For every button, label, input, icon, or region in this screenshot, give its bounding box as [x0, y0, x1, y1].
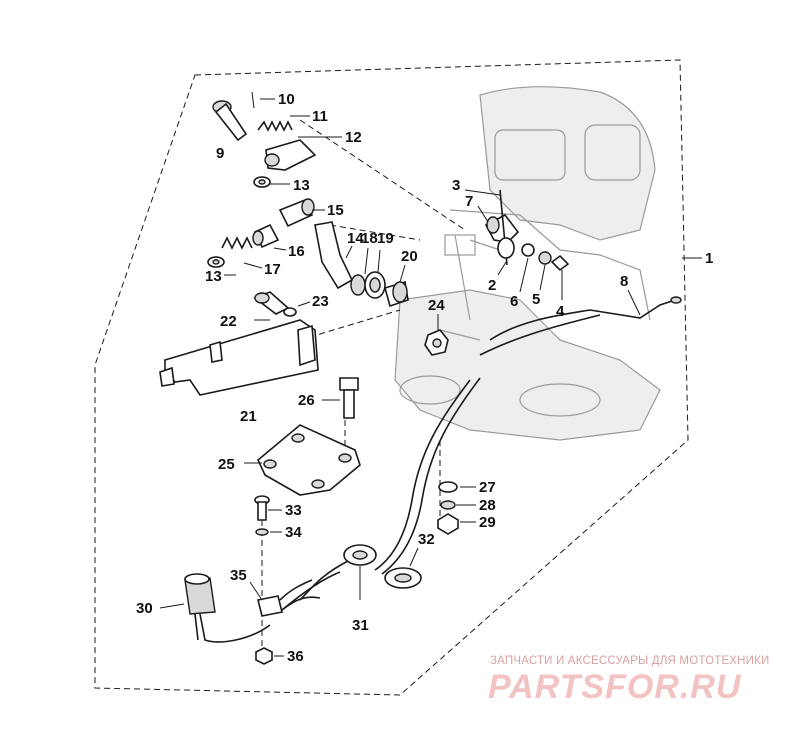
spacer-2 — [497, 237, 515, 259]
plate-7 — [484, 213, 520, 243]
callout-25: 25 — [218, 456, 235, 473]
spring-11 — [257, 120, 293, 132]
bracket-21 — [159, 319, 319, 396]
engine-block-ghost — [394, 86, 661, 441]
clamp-35 — [257, 579, 321, 617]
callout-1: 1 — [705, 250, 713, 267]
callout-28: 28 — [479, 497, 496, 514]
callout-30: 30 — [136, 600, 153, 617]
cotter-pin-10 — [251, 91, 255, 109]
switch-30 — [184, 573, 271, 643]
callout-12: 12 — [345, 129, 362, 146]
callout-4: 4 — [556, 303, 565, 320]
callout-16: 16 — [288, 243, 305, 260]
clevis-12 — [264, 139, 317, 171]
cable-8 — [479, 296, 682, 356]
collar-15 — [278, 198, 315, 228]
nut-36 — [255, 647, 273, 665]
screw-33 — [254, 495, 270, 521]
spring-17 — [221, 236, 253, 250]
callout-17: 17 — [264, 261, 281, 278]
callout-8: 8 — [620, 273, 628, 290]
washer-6 — [521, 243, 535, 257]
washer-13-lower — [207, 256, 225, 268]
bushing-16 — [252, 223, 280, 249]
callout-32: 32 — [418, 531, 435, 548]
bolt-22 — [253, 291, 290, 315]
callout-13b: 13 — [205, 268, 222, 285]
callout-26: 26 — [298, 392, 315, 409]
callout-3: 3 — [452, 177, 460, 194]
nut-24 — [424, 329, 449, 356]
lock-washer-28 — [440, 500, 456, 510]
callout-29: 29 — [479, 514, 496, 531]
callout-24: 24 — [428, 297, 445, 314]
callout-18: 18 — [361, 230, 378, 247]
bolt-4 — [550, 254, 570, 272]
plate-25 — [257, 424, 361, 496]
leader-lines — [159, 98, 702, 657]
callout-36: 36 — [287, 648, 304, 665]
callout-22: 22 — [220, 313, 237, 330]
watermark-tagline: ЗАПЧАСТИ И АКСЕССУАРЫ ДЛЯ МОТОТЕХНИКИ — [490, 655, 770, 667]
callout-7: 7 — [465, 193, 473, 210]
callout-10: 10 — [278, 91, 295, 108]
cable-harness — [281, 377, 481, 611]
callout-35: 35 — [230, 567, 247, 584]
callout-27: 27 — [479, 479, 496, 496]
callout-19: 19 — [377, 230, 394, 247]
callout-34: 34 — [285, 524, 302, 541]
bolt-26 — [339, 377, 359, 419]
callout-23: 23 — [312, 293, 329, 310]
callout-14: 14 — [347, 230, 364, 247]
callout-20: 20 — [401, 248, 418, 265]
callout-9: 9 — [216, 145, 224, 162]
washer-18 — [350, 274, 366, 296]
callout-21: 21 — [240, 408, 257, 425]
washer-5 — [538, 251, 552, 265]
washer-27 — [438, 481, 458, 493]
callout-6: 6 — [510, 293, 518, 310]
washer-23 — [283, 307, 297, 317]
callout-33: 33 — [285, 502, 302, 519]
grommet-32 — [384, 567, 422, 589]
washer-13-upper — [253, 176, 271, 188]
callout-15: 15 — [327, 202, 344, 219]
callout-5: 5 — [532, 291, 540, 308]
guide-lines — [261, 119, 466, 650]
bearing-19 — [364, 271, 386, 299]
washer-34 — [255, 528, 269, 536]
callout-2: 2 — [488, 277, 496, 294]
callout-31: 31 — [352, 617, 369, 634]
nut-29 — [437, 513, 459, 535]
callout-11: 11 — [312, 108, 328, 125]
callout-13a: 13 — [293, 177, 310, 194]
grommet-31 — [343, 544, 377, 566]
watermark-logo: PARTSFOR.RU — [488, 668, 742, 706]
pin-9 — [212, 100, 248, 142]
assembly-boundary — [94, 59, 689, 696]
